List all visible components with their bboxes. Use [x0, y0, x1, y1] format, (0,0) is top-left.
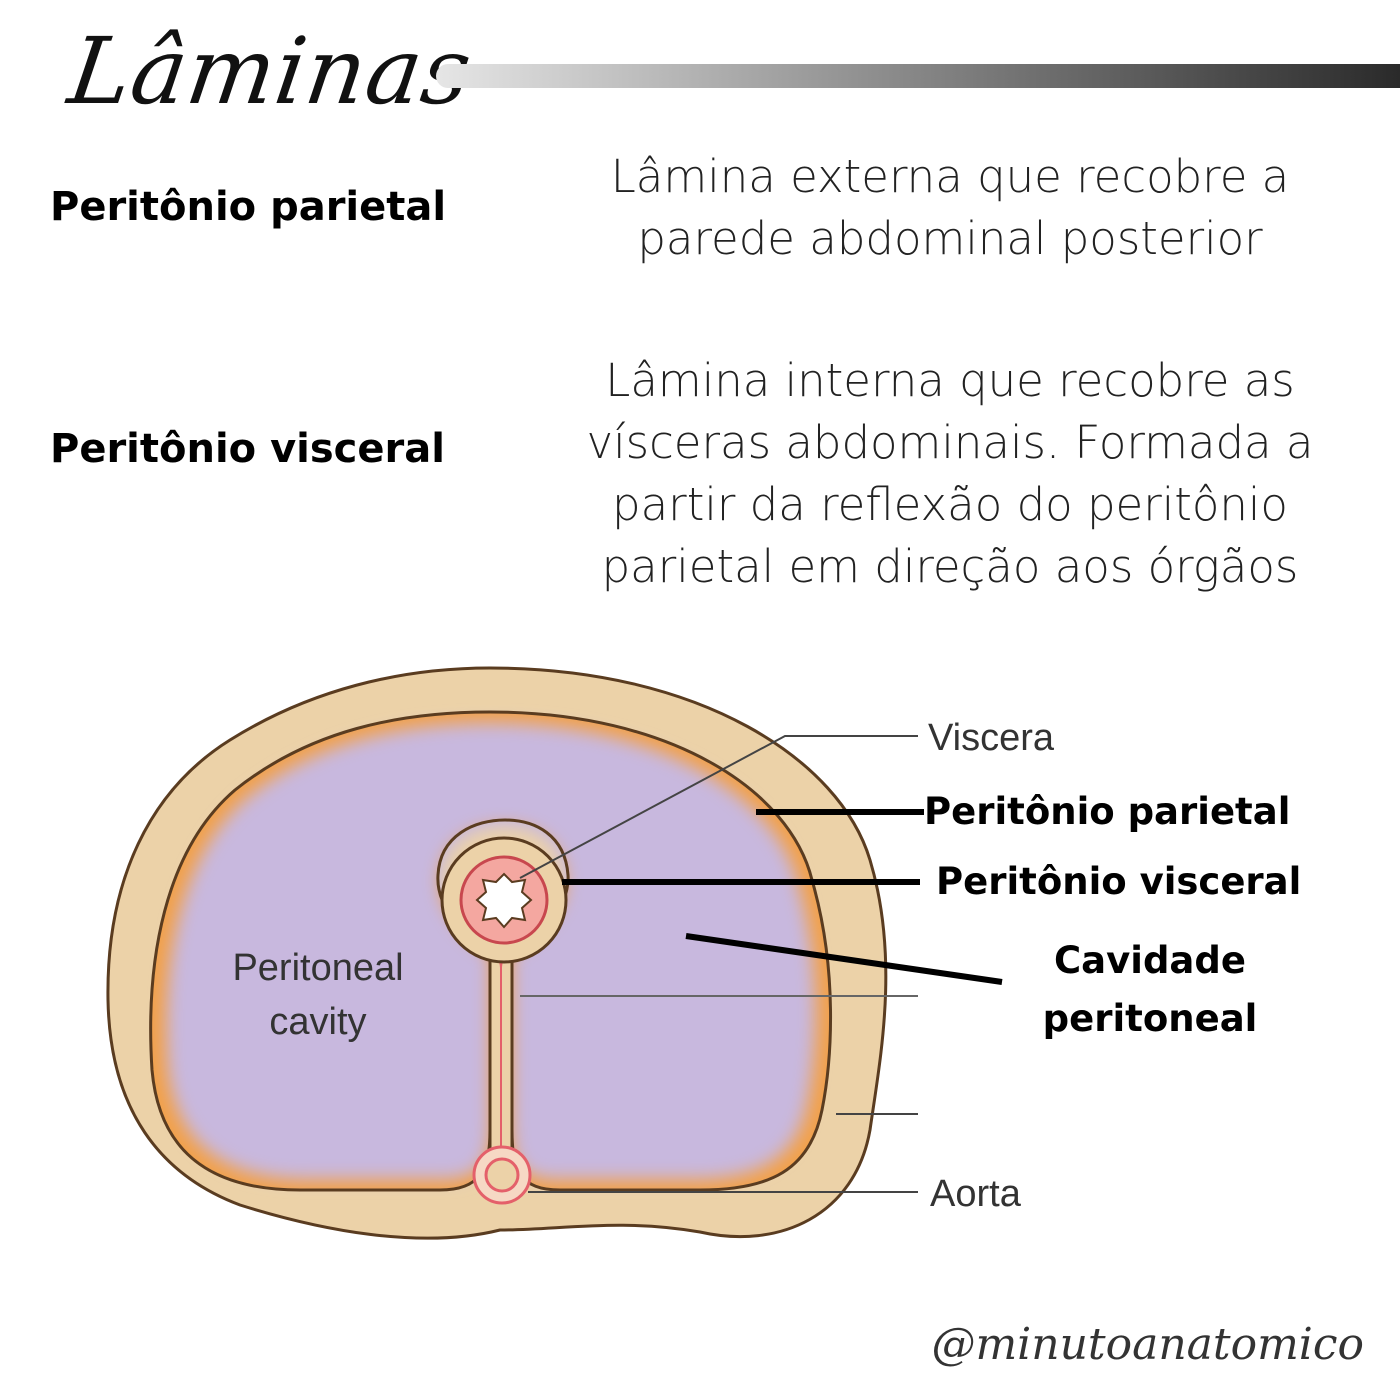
- description-visceral-line-2: vísceras abdominais. Formada a: [586, 416, 1314, 469]
- aorta-inner: [484, 1157, 520, 1193]
- label-cavidade-2: peritoneal: [1043, 997, 1258, 1040]
- description-visceral-line-1: Lâmina interna que recobre as: [605, 354, 1295, 407]
- term-visceral: Peritônio visceral: [50, 426, 445, 472]
- description-visceral-line-3: partir da reflexão do peritônio: [612, 478, 1288, 531]
- label-peritonio-parietal: Peritônio parietal: [924, 790, 1290, 833]
- description-visceral-line-4: parietal em direção aos órgãos: [601, 540, 1299, 593]
- title-gradient-bar: [436, 64, 1400, 88]
- description-visceral: Lâmina interna que recobre as vísceras a…: [560, 350, 1340, 598]
- label-peritoneal-cavity-2: cavity: [269, 1001, 366, 1043]
- leader-viscera: [519, 735, 918, 879]
- leader-cavidade: [685, 933, 1003, 985]
- description-parietal: Lâmina externa que recobre a parede abdo…: [560, 146, 1340, 270]
- viscera-lumen: [475, 872, 533, 929]
- label-peritoneal-cavity-1: Peritoneal: [232, 947, 403, 989]
- term-parietal: Peritônio parietal: [50, 184, 447, 230]
- label-cavidade-1: Cavidade: [1054, 939, 1246, 982]
- label-aorta: Aorta: [930, 1173, 1022, 1215]
- label-viscera: Viscera: [928, 717, 1055, 759]
- description-parietal-line-1: Lâmina externa que recobre a: [610, 150, 1290, 203]
- author-handle: @minutoanatomico: [931, 1319, 1364, 1370]
- description-parietal-line-2: parede abdominal posterior: [637, 212, 1263, 265]
- cavity-outline: [149, 710, 832, 1192]
- peritoneal-cavity: [166, 722, 816, 1180]
- label-peritonio-visceral: Peritônio visceral: [936, 860, 1301, 903]
